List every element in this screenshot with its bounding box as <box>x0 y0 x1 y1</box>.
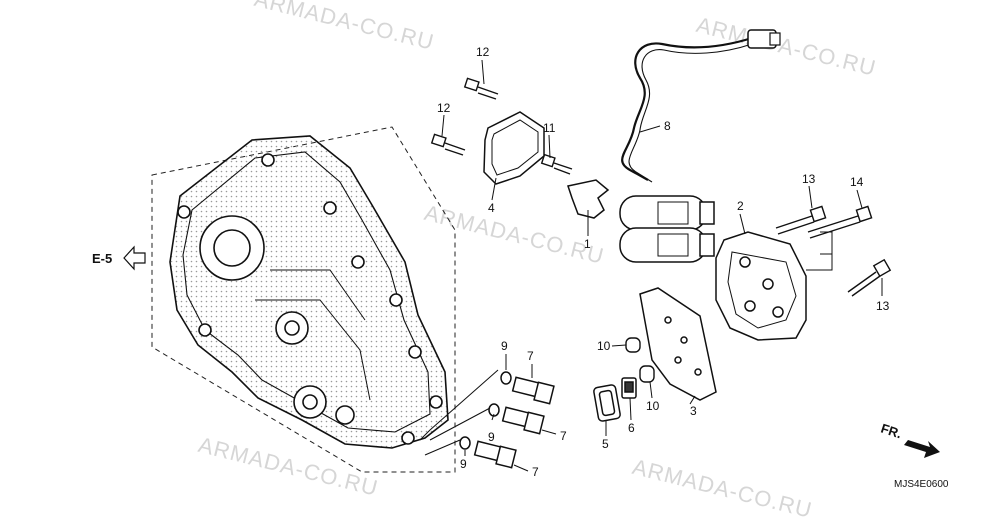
cover-boss <box>284 320 300 336</box>
dowel-pin-10-upper <box>625 337 641 353</box>
cover-boss <box>335 405 355 425</box>
callout-8: 8 <box>664 119 671 133</box>
callout-3: 3 <box>690 404 697 418</box>
cover-bolt-hole <box>408 345 422 359</box>
cover-boss <box>275 311 309 345</box>
valve-port <box>762 278 774 290</box>
cover-bolt-hole <box>177 205 191 219</box>
callout-6: 6 <box>628 421 635 435</box>
callout-9: 9 <box>488 430 495 444</box>
callout-13: 13 <box>802 172 816 186</box>
callout-10: 10 <box>646 399 660 413</box>
case-cover <box>169 135 449 449</box>
o-ring-9 <box>459 371 512 450</box>
callout-9: 9 <box>460 457 467 471</box>
reference-arrow-icon <box>123 245 146 271</box>
bolt-12-upper <box>463 77 499 100</box>
cover-bolt-hole <box>198 323 212 337</box>
callout-7: 7 <box>560 429 567 443</box>
callout-4: 4 <box>488 201 495 215</box>
parts-diagram: 12 12 11 4 1 8 2 13 14 13 10 10 3 5 6 9 … <box>92 29 949 490</box>
cover-boss <box>199 215 265 281</box>
callout-10: 10 <box>597 339 611 353</box>
gasket-5 <box>593 384 621 422</box>
valve-port <box>744 300 756 312</box>
valve-body-2 <box>715 231 807 341</box>
diagram-code: MJS4E0600 <box>894 479 949 490</box>
dowel-pin-10-lower <box>639 365 655 383</box>
cover-bolt-hole <box>323 201 337 215</box>
direction-arrow-icon <box>904 440 940 458</box>
cover-bolt-hole <box>429 395 443 409</box>
bolt-13-lower <box>847 258 892 297</box>
filter-6 <box>621 377 637 399</box>
cover-bolt-hole <box>401 431 415 445</box>
plate-hole <box>674 356 682 364</box>
valve-port <box>739 256 751 268</box>
cover-boss <box>302 394 318 410</box>
callout-7: 7 <box>527 349 534 363</box>
plate-hole <box>680 336 688 344</box>
bracket-1 <box>567 179 610 219</box>
callout-11: 11 <box>543 121 556 135</box>
callout-1: 1 <box>584 237 591 251</box>
cover-4 <box>483 111 545 185</box>
callout-12: 12 <box>476 45 490 59</box>
reference-label: E-5 <box>92 251 112 266</box>
assembly-outline <box>151 126 456 473</box>
cover-boss <box>213 229 251 267</box>
pressure-switch-7 <box>473 376 555 469</box>
callout-5: 5 <box>602 437 609 451</box>
separator-plate-3 <box>639 287 717 401</box>
callout-2: 2 <box>737 199 744 213</box>
callout-13: 13 <box>876 299 890 313</box>
valve-port <box>772 306 784 318</box>
plate-hole <box>664 316 672 324</box>
plate-hole <box>694 368 702 376</box>
callout-7: 7 <box>532 465 539 479</box>
cover-bolt-hole <box>389 293 403 307</box>
bolt-11 <box>540 153 573 175</box>
bolt-14 <box>807 205 873 239</box>
leader-lines <box>419 59 883 472</box>
callout-14: 14 <box>850 175 864 189</box>
callout-9: 9 <box>501 339 508 353</box>
direction-label: FR. <box>879 421 904 442</box>
cover-boss <box>293 385 327 419</box>
callout-12: 12 <box>437 101 451 115</box>
bolt-12-lower <box>430 133 466 156</box>
solenoid-valve <box>619 195 715 263</box>
cover-bolt-hole <box>351 255 365 269</box>
cover-bolt-hole <box>261 153 275 167</box>
bolt-13-upper <box>775 205 827 235</box>
wire-harness-8 <box>621 29 781 183</box>
